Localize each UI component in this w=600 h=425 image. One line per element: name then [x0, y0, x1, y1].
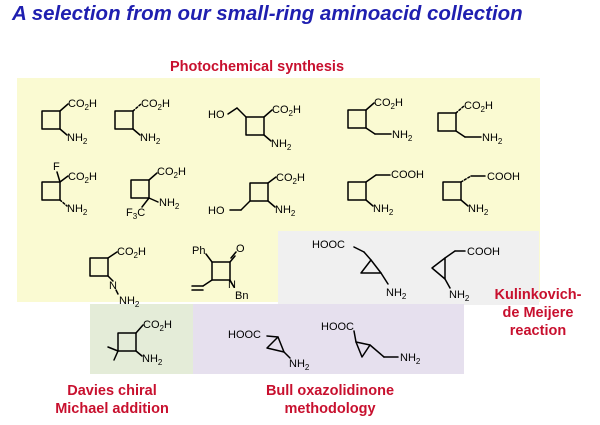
svg-text:COOH: COOH	[391, 169, 424, 181]
svg-text:CO2H: CO2H	[117, 246, 146, 260]
svg-text:COOH: COOH	[487, 171, 520, 183]
svg-text:CO2H: CO2H	[374, 97, 403, 111]
svg-text:CO2H: CO2H	[68, 171, 97, 185]
molecule-8	[229, 176, 277, 211]
svg-text:NH2: NH2	[159, 197, 180, 211]
svg-text:NH2: NH2	[386, 287, 407, 301]
svg-text:CO2H: CO2H	[276, 172, 305, 186]
svg-text:Bn: Bn	[235, 290, 248, 302]
molecule-1	[41, 103, 69, 136]
svg-text:CO2H: CO2H	[157, 166, 186, 180]
svg-text:NH2: NH2	[400, 352, 421, 366]
svg-text:CO2H: CO2H	[272, 104, 301, 118]
molecule-14	[431, 250, 466, 289]
svg-text:CO2H: CO2H	[68, 98, 97, 112]
svg-text:N: N	[228, 279, 236, 291]
kulinkovich-region	[278, 231, 539, 305]
svg-text:HOOC: HOOC	[228, 329, 261, 341]
svg-text:HO: HO	[208, 109, 225, 121]
svg-text:CO2H: CO2H	[143, 319, 172, 333]
molecule-4	[347, 102, 392, 135]
svg-text:N: N	[109, 280, 117, 292]
kulinkovich-label: Kulinkovich- de Meijere reaction	[494, 287, 582, 339]
molecule-12	[191, 251, 237, 291]
svg-text:NH2: NH2	[67, 132, 88, 146]
svg-text:NH2: NH2	[140, 132, 161, 146]
molecule-11	[89, 251, 119, 295]
svg-text:HOOC: HOOC	[312, 239, 345, 251]
molecule-9	[347, 174, 391, 207]
molecule-15	[107, 324, 144, 361]
svg-text:NH2: NH2	[289, 358, 310, 372]
svg-text:NH2: NH2	[275, 204, 296, 218]
svg-text:COOH: COOH	[467, 246, 500, 258]
svg-text:NH2: NH2	[271, 138, 292, 152]
molecule-13	[353, 246, 389, 285]
svg-text:CO2H: CO2H	[464, 100, 493, 114]
svg-text:F: F	[53, 161, 60, 173]
davies-region	[90, 304, 193, 374]
svg-text:NH2: NH2	[142, 353, 163, 367]
svg-text:NH2: NH2	[119, 295, 140, 309]
svg-text:F3C: F3C	[126, 207, 145, 221]
svg-text:NH2: NH2	[449, 289, 470, 303]
svg-text:NH2: NH2	[482, 132, 503, 146]
molecule-3	[227, 107, 273, 142]
svg-text:HOOC: HOOC	[321, 321, 354, 333]
molecule-6	[41, 171, 69, 207]
molecule-16	[266, 335, 291, 359]
svg-text:NH2: NH2	[392, 129, 413, 143]
bull-label: Bull oxazolidinone methodology	[265, 383, 395, 417]
photochemical-label: Photochemical synthesis	[169, 59, 345, 75]
svg-text:NH2: NH2	[468, 203, 489, 217]
svg-text:NH2: NH2	[67, 203, 88, 217]
molecule-7	[130, 172, 159, 208]
molecule-10	[442, 175, 486, 207]
svg-text:O: O	[236, 243, 245, 255]
molecule-2	[114, 103, 142, 136]
page-title: A selection from our small-ring aminoaci…	[12, 2, 523, 25]
molecule-17	[353, 330, 399, 358]
svg-text:CO2H: CO2H	[141, 98, 170, 112]
molecule-5	[437, 105, 482, 138]
svg-text:HO: HO	[208, 205, 225, 217]
svg-text:Ph: Ph	[192, 245, 205, 257]
davies-label: Davies chiral Michael addition	[55, 383, 169, 417]
bull-region	[193, 304, 464, 374]
svg-text:NH2: NH2	[373, 203, 394, 217]
